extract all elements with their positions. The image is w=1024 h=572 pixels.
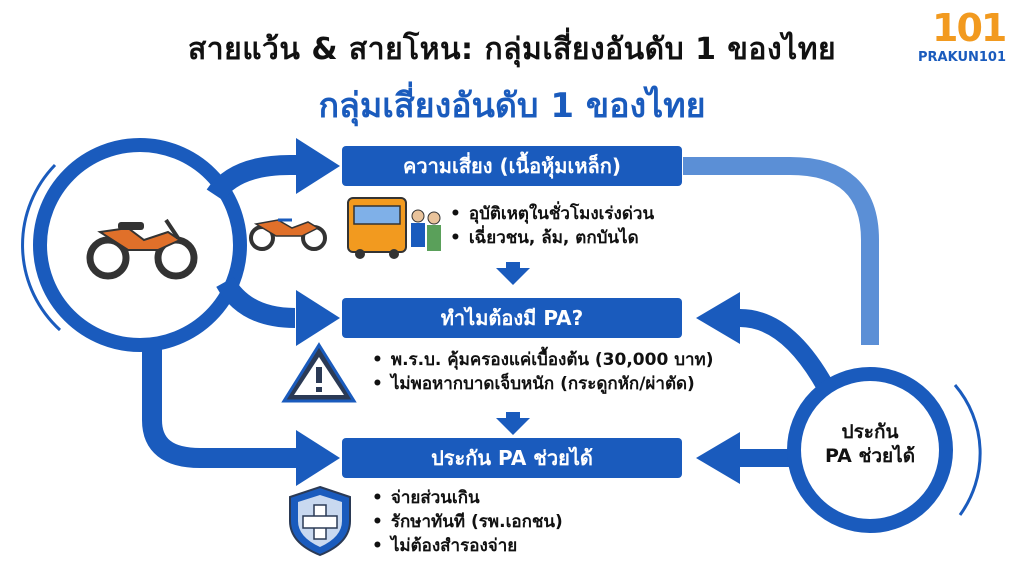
arrowhead-mid (296, 290, 340, 346)
bus-icon (347, 197, 441, 259)
down-arrow-2-stem (506, 412, 520, 420)
arrowhead-right-mid (696, 292, 740, 344)
right-loop-top (683, 157, 879, 345)
list-item: ไม่พอหากบาดเจ็บหนัก (กระดูกหัก/ผ่าตัด) (372, 372, 714, 396)
warning-icon (281, 342, 357, 403)
down-arrow-2 (496, 418, 530, 435)
flow-arrow-mid (216, 276, 296, 328)
banner-why-pa: ทำไมต้องมี PA? (342, 298, 682, 338)
down-arrow-1 (496, 268, 530, 285)
right-circle (787, 367, 953, 533)
circle-label: ประกัน PA ช่วยได้ (812, 420, 928, 468)
down-arrow-1-stem (506, 262, 520, 270)
list-item: ไม่ต้องสำรองจ่าย (372, 534, 563, 558)
list-item: อุบัติเหตุในชั่วโมงเร่งด่วน (450, 202, 654, 226)
flow-arrow-bottom (142, 345, 300, 468)
banner-pa-helps: ประกัน PA ช่วยได้ (342, 438, 682, 478)
pa-helps-bullet-list: จ่ายส่วนเกิน รักษาทันที (รพ.เอกชน) ไม่ต้… (372, 486, 563, 558)
flow-arrow-top (206, 155, 300, 202)
circle-label-line1: ประกัน (841, 421, 899, 443)
left-circle-outer-arc (21, 163, 62, 332)
logo-text: PRAKUN101 (918, 50, 1007, 65)
banner-risk: ความเสี่ยง (เนื้อหุ้มเหล็ก) (342, 146, 682, 186)
right-circle-outer-arc (953, 384, 982, 516)
shield-icon (289, 485, 351, 557)
small-motorcycle-icon (249, 218, 327, 251)
why-pa-bullet-list: พ.ร.บ. คุ้มครองแค่เบื้องต้น (30,000 บาท)… (372, 348, 714, 396)
logo-number: 101 (932, 6, 1007, 50)
arrowhead-right-bottom (696, 432, 740, 484)
risk-bullet-list: อุบัติเหตุในชั่วโมงเร่งด่วน เฉี่ยวชน, ล้… (450, 202, 654, 250)
arrowhead-bottom (296, 430, 340, 486)
list-item: รักษาทันที (รพ.เอกชน) (372, 510, 563, 534)
list-item: เฉี่ยวชน, ล้ม, ตกบันได (450, 226, 654, 250)
page-subtitle: กลุ่มเสี่ยงอันดับ 1 ของไทย (318, 86, 706, 126)
circle-label-line2: PA ช่วยได้ (824, 445, 916, 467)
motorcycle-icon (86, 218, 198, 280)
list-item: พ.ร.บ. คุ้มครองแค่เบื้องต้น (30,000 บาท) (372, 348, 714, 372)
arrowhead-top (296, 138, 340, 194)
right-loop-mid (739, 309, 838, 400)
page-title: สายแว้น & สายโหน: กลุ่มเสี่ยงอันดับ 1 ขอ… (187, 32, 837, 67)
list-item: จ่ายส่วนเกิน (372, 486, 563, 510)
